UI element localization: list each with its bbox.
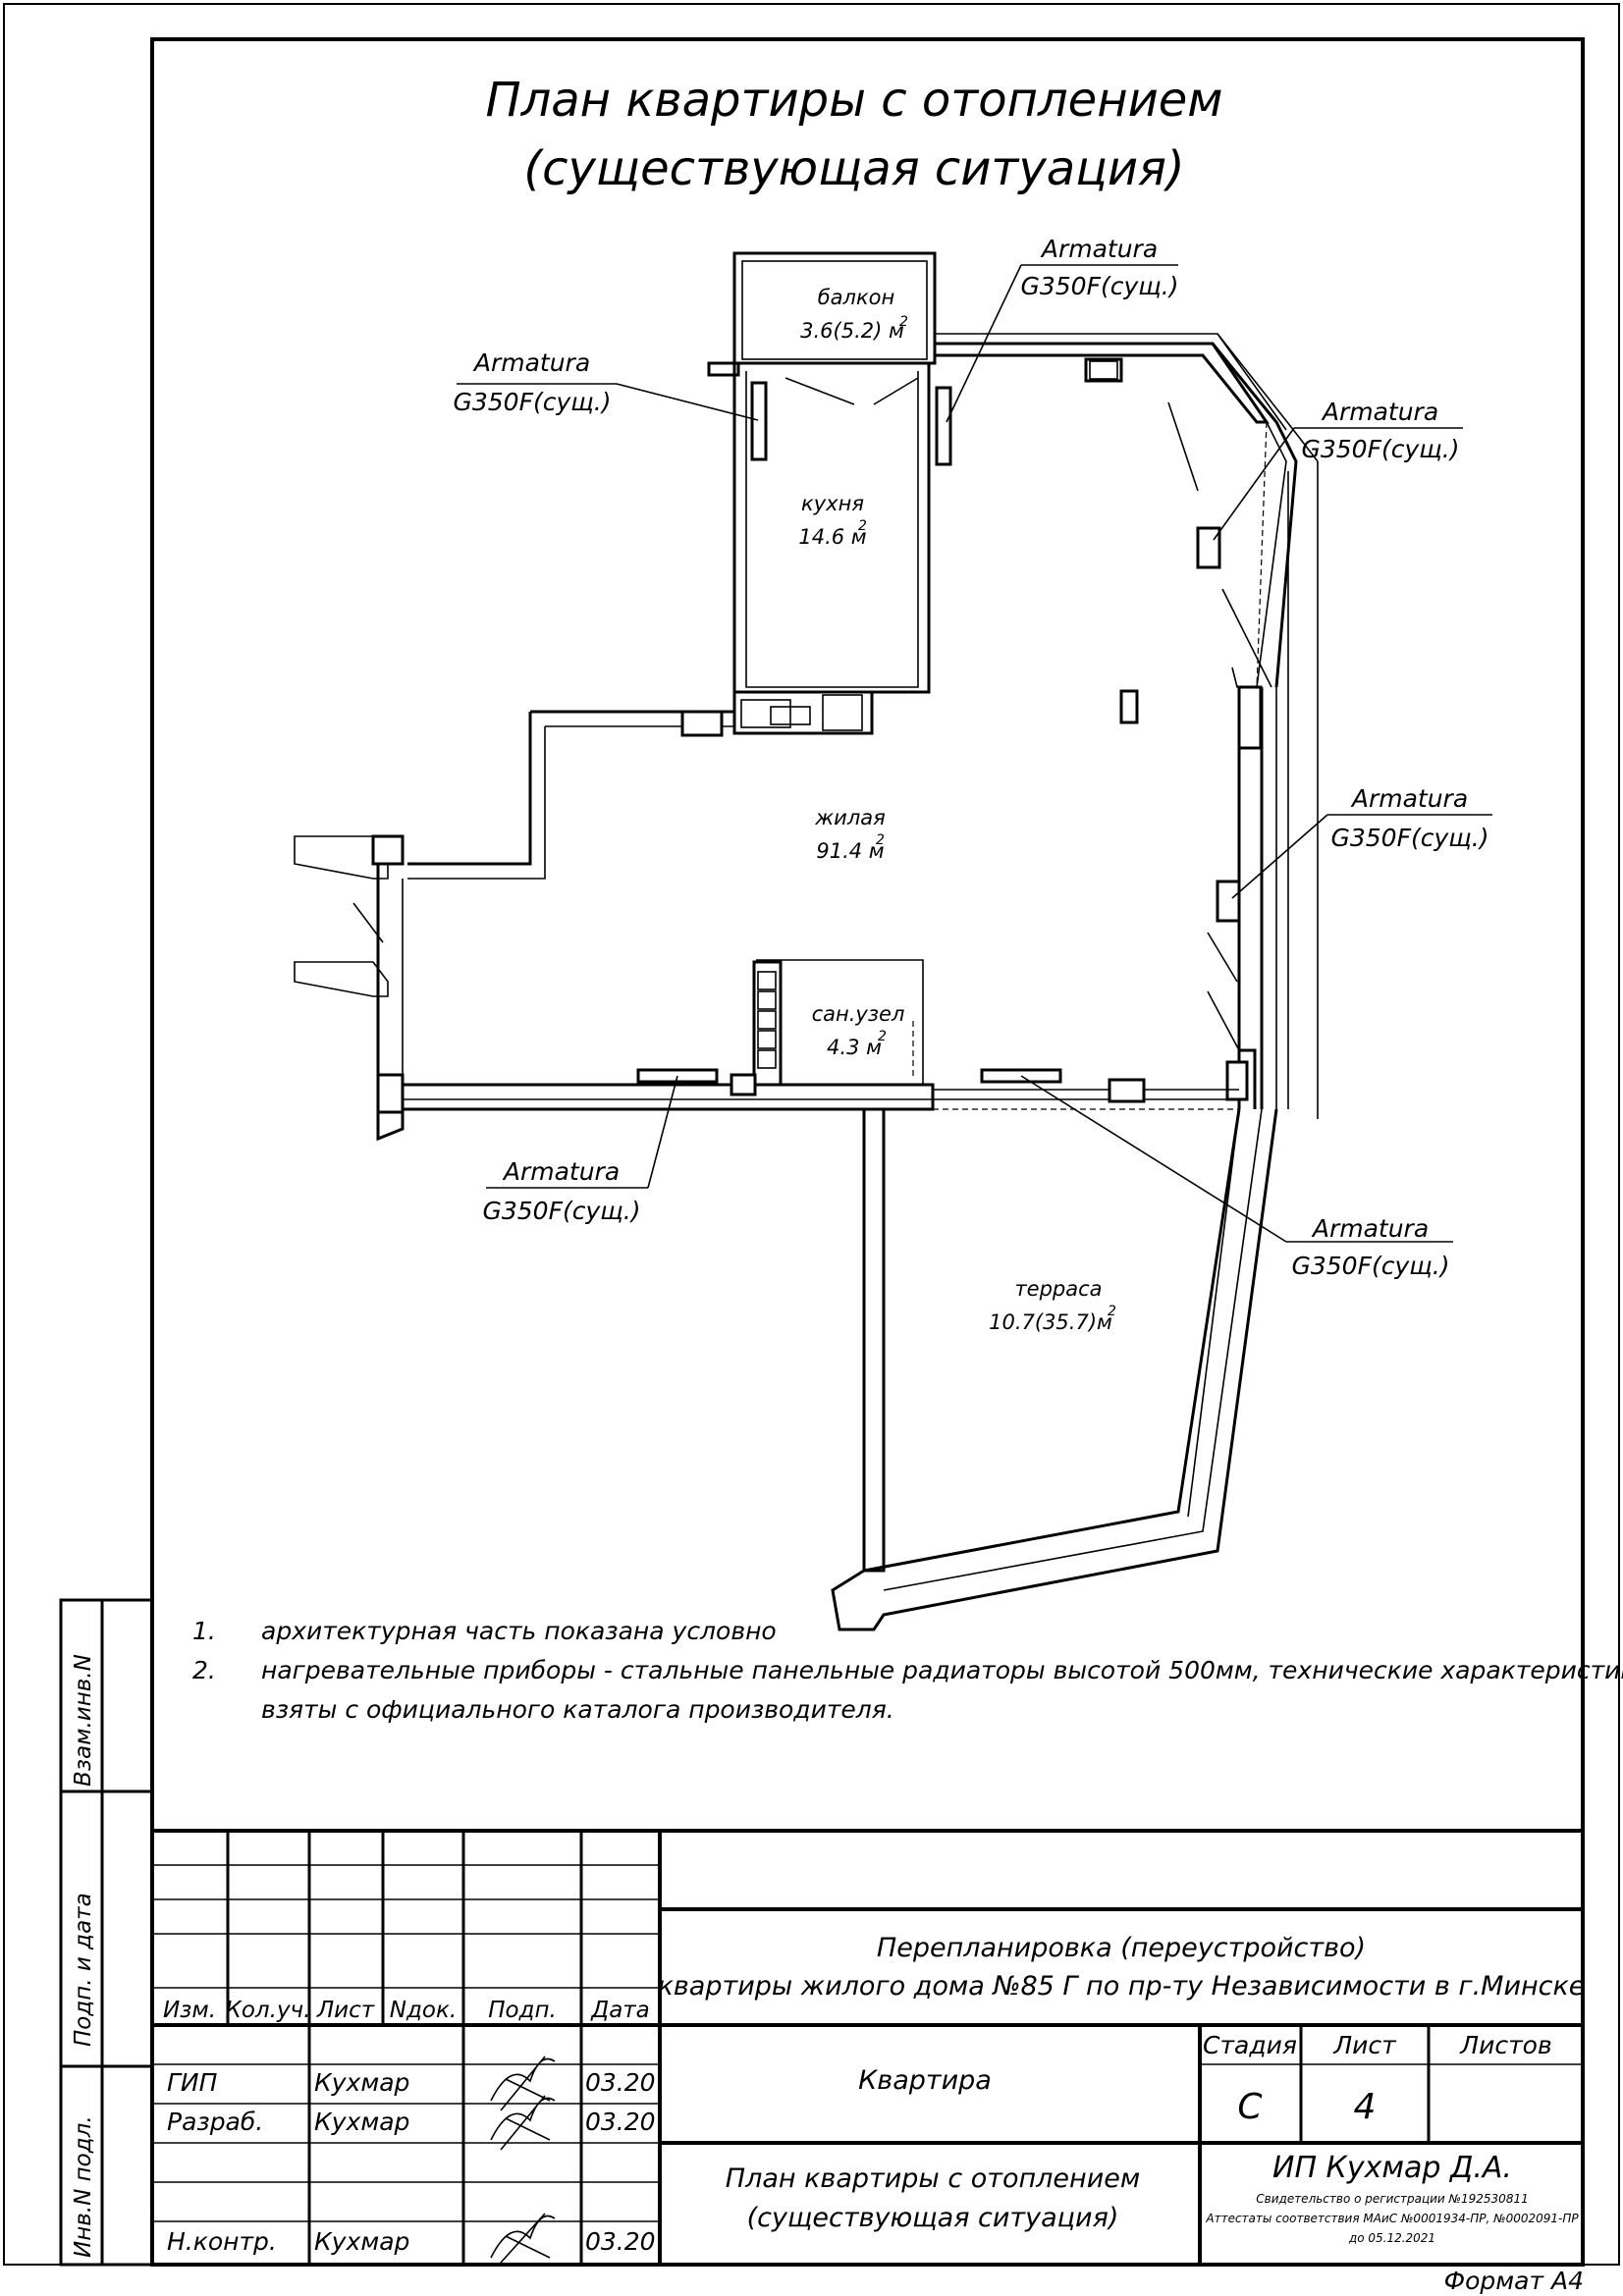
terrace-area: 10.7(35.7)м (989, 1310, 1112, 1334)
cert-attestats: Аттестаты соответствия МАиС №0001934-ПР,… (1205, 2212, 1579, 2225)
side-stamp-sign-date: Подп. и дата (71, 1893, 96, 2047)
side-stamp-inv-orig: Инв.N подл. (71, 2115, 96, 2258)
object-name: Квартира (858, 2065, 992, 2096)
row-razrab-role: Разраб. (167, 2108, 263, 2136)
stage-value: С (1237, 2087, 1263, 2127)
kitchen-area: 14.6 м (798, 525, 866, 549)
header-izm: Изм. (163, 1998, 216, 2023)
floor-plan (294, 251, 1319, 1631)
balcony-area: 3.6(5.2) м (800, 319, 904, 343)
drawing-frame (150, 37, 1585, 2267)
title-block: Изм. Кол.уч. Лист Nдок. Подп. Дата ГИП К… (152, 1829, 1586, 2265)
signature-nkontr (490, 2213, 556, 2264)
bathroom-area: 4.3 м (827, 1036, 882, 1059)
cert-valid-until: до 05.12.2021 (1348, 2231, 1435, 2245)
radiator-label-3-brand: Armatura (1321, 398, 1438, 426)
balcony-area-sup: 2 (899, 314, 908, 330)
radiator-label-4-model: G350F(сущ.) (1330, 824, 1488, 852)
radiator-top-wall (1084, 357, 1123, 383)
living-area: 91.4 м (816, 839, 884, 863)
bathroom-area-sup: 2 (878, 1029, 887, 1044)
header-list: Лист (316, 1998, 375, 2023)
radiator-label-4-brand: Armatura (1350, 784, 1468, 813)
radiator-callouts: Armatura G350F(сущ.) Armatura G350F(сущ.… (453, 235, 1492, 1280)
side-stamp-inv-sub: Взам.инв.N (71, 1654, 96, 1787)
notes: 1. архитектурная часть показана условно … (192, 1617, 1623, 1724)
signature-razrab (490, 2095, 556, 2151)
paper-format: Формат А4 (1444, 2267, 1584, 2295)
row-nkontr-name: Кухмар (314, 2227, 409, 2256)
living-name: жилая (814, 806, 886, 829)
row-razrab-name: Кухмар (314, 2108, 409, 2136)
header-podp: Подп. (488, 1998, 557, 2023)
company-name: ИП Кухмар Д.А. (1272, 2151, 1512, 2185)
drawing-title-line1: План квартиры с отоплением (485, 73, 1222, 128)
row-gip-role: ГИП (167, 2068, 218, 2097)
header-ndok: Nдок. (390, 1998, 457, 2023)
note-2-text-cont: взяты с официального каталога производит… (261, 1695, 894, 1724)
row-gip-date: 03.20 (585, 2068, 656, 2097)
kitchen-radiator-right (935, 386, 952, 466)
sheets-label: Листов (1459, 2031, 1551, 2059)
note-1-text: архитектурная часть показана условно (261, 1617, 777, 1645)
outer-border (3, 3, 1620, 2266)
sheet-value: 4 (1354, 2087, 1377, 2127)
kitchen-radiator-left (750, 381, 768, 461)
project-line1: Перепланировка (переустройство) (877, 1933, 1366, 1963)
balcony-walls (732, 251, 937, 365)
radiator-label-1-model: G350F(сущ.) (453, 388, 611, 416)
terrace-name: терраса (1014, 1277, 1102, 1301)
row-nkontr-role: Н.контр. (167, 2227, 277, 2256)
radiator-angled-wall-1 (1196, 526, 1221, 569)
radiator-label-2-model: G350F(сущ.) (1020, 272, 1178, 300)
balcony-name: балкон (818, 286, 895, 309)
radiator-label-6-brand: Armatura (1311, 1214, 1429, 1243)
project-line2: квартиры жилого дома №85 Г по пр-ту Неза… (658, 1971, 1586, 2002)
sheet-label: Лист (1332, 2031, 1397, 2059)
radiator-label-1-brand: Armatura (472, 348, 590, 377)
kitchen-area-sup: 2 (858, 518, 867, 534)
note-2-text: нагревательные приборы - стальные панель… (261, 1656, 1623, 1684)
kitchen-name: кухня (801, 492, 864, 515)
row-gip-name: Кухмар (314, 2068, 409, 2097)
row-nkontr-date: 03.20 (585, 2227, 656, 2256)
radiator-label-6-model: G350F(сущ.) (1291, 1252, 1449, 1280)
cert-registration: Свидетельство о регистрации №192530811 (1256, 2192, 1528, 2206)
sheet-title-line1: План квартиры с отоплением (726, 2163, 1140, 2194)
radiator-right-wall (1216, 880, 1241, 923)
note-1-number: 1. (192, 1617, 216, 1645)
header-data: Дата (590, 1998, 650, 2023)
note-2-number: 2. (192, 1656, 216, 1684)
side-stamp: Взам.инв.N Подп. и дата Инв.N подл. (59, 1598, 154, 2267)
drawing-title-line2: (существующая ситуация) (523, 141, 1184, 196)
living-area-sup: 2 (876, 832, 885, 848)
room-labels: балкон 3.6(5.2) м 2 кухня 14.6 м 2 жилая… (798, 286, 1116, 1334)
radiator-label-5-brand: Armatura (502, 1157, 620, 1186)
terrace-area-sup: 2 (1108, 1304, 1116, 1319)
bathroom-name: сан.узел (812, 1002, 905, 1026)
header-kol-uch: Кол.уч. (226, 1998, 311, 2023)
row-razrab-date: 03.20 (585, 2108, 656, 2136)
radiator-label-3-model: G350F(сущ.) (1301, 435, 1459, 463)
stage-label: Стадия (1203, 2031, 1297, 2059)
radiator-label-5-model: G350F(сущ.) (482, 1197, 640, 1225)
radiator-label-2-brand: Armatura (1040, 235, 1158, 263)
sheet-title-line2: (существующая ситуация) (747, 2203, 1119, 2233)
signature-gip (490, 2056, 556, 2111)
